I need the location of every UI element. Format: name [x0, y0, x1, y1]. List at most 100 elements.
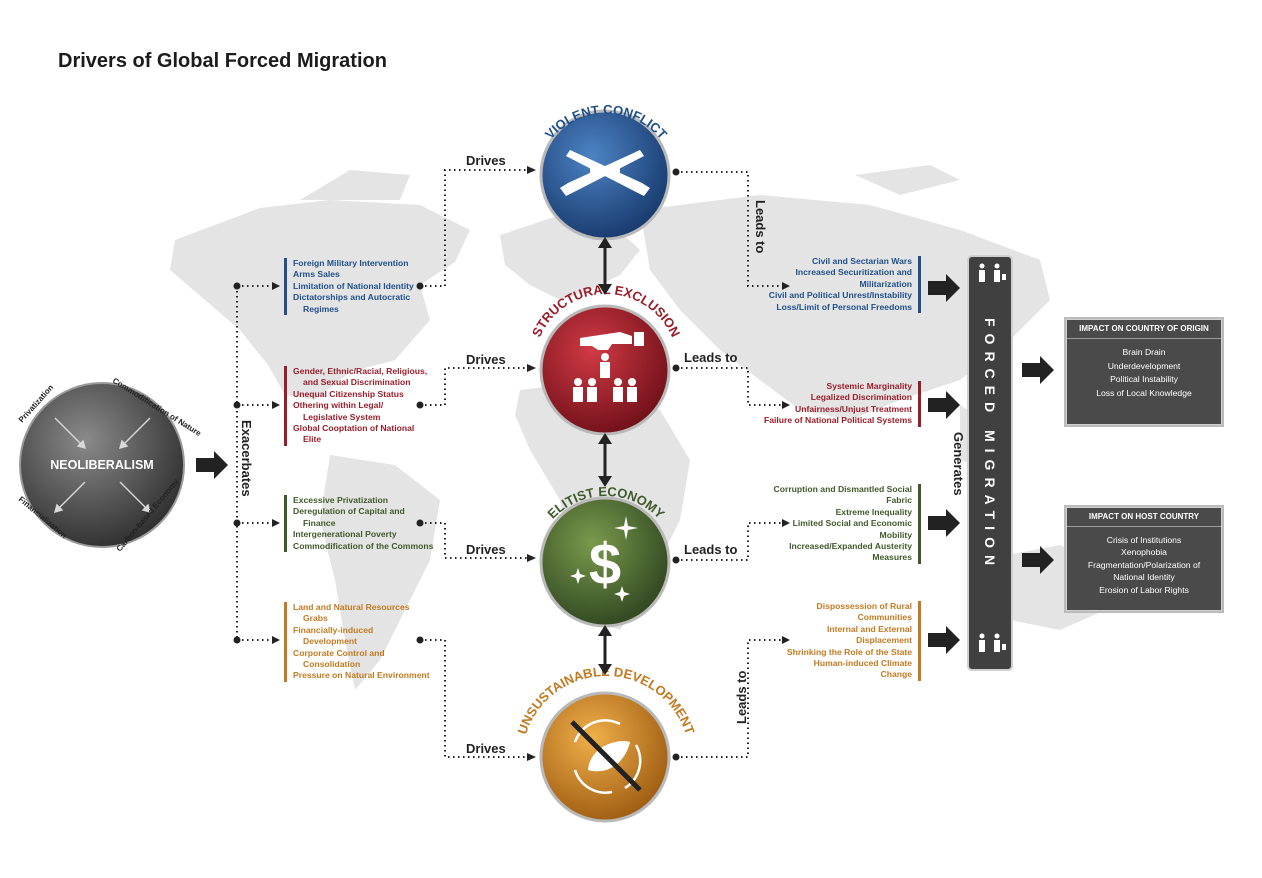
structural-exclusion-node	[539, 304, 671, 436]
generates-label: Generates	[951, 432, 966, 496]
list-item: National Identity	[1113, 572, 1175, 583]
list-item: Civil and Sectarian Wars	[812, 256, 912, 266]
list-item: Extreme Inequality	[835, 506, 912, 517]
list-item: Corporate Control and	[293, 647, 385, 658]
dollar-sparkle-icon	[570, 516, 638, 602]
list-item: Increased Securitization and	[795, 267, 912, 278]
list-item: Systemic Marginality	[826, 381, 913, 391]
list-item: Unequal Citizenship Status	[293, 388, 404, 399]
leads-to-label-unsustainable: Leads to	[734, 670, 749, 724]
list-item: Political Instability	[1110, 374, 1178, 385]
list-item: Development	[303, 636, 357, 647]
circle-link-arrows	[598, 237, 612, 675]
impact-origin-title: IMPACT ON COUNTRY OF ORIGIN	[1067, 320, 1221, 339]
list-item: Limitation of National Identity	[293, 280, 414, 291]
impact-host-box: IMPACT ON HOST COUNTRY Crisis of Institu…	[1066, 507, 1222, 611]
forced-migration-bar	[967, 255, 1013, 671]
effects-list-structural: Systemic Marginality Legalized Discrimin…	[764, 381, 921, 427]
list-item: Crisis of Institutions	[1106, 535, 1182, 545]
list-item: Unfairness/Unjust Treatment	[795, 403, 912, 414]
drives-connector-ends	[416, 166, 536, 761]
list-item: Regimes	[303, 303, 339, 314]
list-item: Commodification of the Commons	[293, 540, 434, 551]
migrants-icon-bottom	[979, 633, 1006, 652]
list-item: Shrinking the Role of the State	[786, 646, 912, 657]
exacerbates-label: Exacerbates	[239, 420, 254, 497]
drivers-list-environment: Land and Natural Resources Grabs Financi…	[284, 602, 430, 682]
drivers-list-social: Gender, Ethnic/Racial, Religious, and Se…	[284, 366, 427, 446]
list-item: Land and Natural Resources	[293, 602, 410, 612]
list-item: Consolidation	[303, 659, 361, 670]
exacerbates-connector	[236, 285, 272, 641]
drives-label-violent: Drives	[466, 153, 506, 168]
list-item: Foreign Military Intervention	[293, 258, 409, 268]
list-item: Othering within Legal/	[293, 400, 384, 411]
list-item: Intergenerational Poverty	[293, 529, 397, 540]
leads-to-label-violent: Leads to	[753, 200, 768, 254]
effects-list-unsustainable: Dispossession of Rural Communities Inter…	[787, 601, 921, 681]
list-item: Xenophobia	[1121, 547, 1167, 558]
violent-conflict-node	[539, 109, 671, 241]
drives-label-elitist: Drives	[466, 542, 506, 557]
drives-label-structural: Drives	[466, 352, 506, 367]
list-item: Financially-induced	[293, 624, 374, 635]
neoliberalism-label: NEOLIBERALISM	[50, 458, 153, 472]
list-item: Internal and External	[826, 623, 912, 634]
list-item: Pressure on Natural Environment	[293, 670, 430, 681]
list-item: Fabric	[886, 495, 912, 506]
list-item: Dispossession of Rural	[816, 601, 912, 611]
impact-host-title: IMPACT ON HOST COUNTRY	[1067, 508, 1221, 527]
list-item: Corruption and Dismantled Social	[773, 484, 912, 494]
drives-label-unsustainable: Drives	[466, 741, 506, 756]
list-item: Legalized Discrimination	[810, 392, 912, 403]
list-item: Loss/Limit of Personal Freedoms	[776, 301, 912, 312]
list-item: Legislative System	[303, 411, 381, 422]
elitist-economy-node: $	[539, 496, 671, 628]
leads-to-label-elitist: Leads to	[684, 542, 738, 557]
drivers-list-economic: Excessive Privatization Deregulation of …	[284, 495, 434, 553]
drivers-list-military: Foreign Military Intervention Arms Sales…	[284, 258, 414, 316]
effects-list-violent: Civil and Sectarian Wars Increased Secur…	[768, 256, 921, 314]
neoliberalism-node	[19, 382, 185, 548]
list-item: Increased/Expanded Austerity	[789, 541, 912, 552]
list-item: Deregulation of Capital and	[293, 506, 405, 517]
page-title: Drivers of Global Forced Migration	[58, 50, 387, 72]
drives-connectors	[420, 169, 527, 758]
crossed-rifles-icon	[560, 150, 650, 196]
list-item: Erosion of Labor Rights	[1099, 584, 1189, 595]
list-item: Underdevelopment	[1107, 360, 1181, 371]
list-item: Change	[880, 669, 912, 680]
leads-to-connectors	[676, 171, 782, 758]
impact-origin-box: IMPACT ON COUNTRY OF ORIGIN Brain Drain …	[1066, 319, 1222, 425]
list-item: Arms Sales	[293, 269, 340, 280]
generates-arrows	[928, 274, 960, 654]
forced-migration-label: FORCED MIGRATION	[982, 318, 998, 573]
list-item: Displacement	[856, 635, 912, 646]
leads-to-connector-ends	[672, 168, 790, 761]
list-item: Mobility	[879, 529, 912, 540]
list-item: Communities	[857, 612, 912, 623]
list-item: Loss of Local Knowledge	[1096, 387, 1192, 398]
list-item: Militarization	[859, 278, 912, 289]
list-item: Civil and Political Unrest/Instability	[768, 290, 912, 301]
list-item: Finance	[303, 517, 336, 528]
list-item: Measures	[872, 552, 912, 563]
impact-arrows	[1022, 356, 1054, 574]
neo-exacerbates-arrow	[196, 451, 228, 479]
leads-to-label-structural: Leads to	[684, 350, 738, 365]
list-item: Global Cooptation of National	[293, 423, 415, 434]
list-item: Dictatorships and Autocratic	[293, 292, 411, 303]
neoliberalism-arrows-icon	[53, 417, 152, 514]
list-item: and Sexual Discrimination	[303, 377, 411, 388]
recycle-leaf-icon	[573, 719, 642, 794]
list-item: Failure of National Political Systems	[763, 415, 912, 426]
list-item: Excessive Privatization	[293, 495, 389, 505]
migrants-icon-top	[979, 263, 1006, 282]
dollar-sign-icon: $	[589, 532, 621, 597]
list-item: Fragmentation/Polarization of	[1087, 559, 1201, 570]
exacerbates-connector-ends	[233, 282, 280, 644]
exclusion-hand-people-icon	[573, 332, 644, 402]
list-item: Brain Drain	[1122, 347, 1166, 357]
effects-list-elitist: Corruption and Dismantled Social Fabric …	[774, 484, 921, 564]
